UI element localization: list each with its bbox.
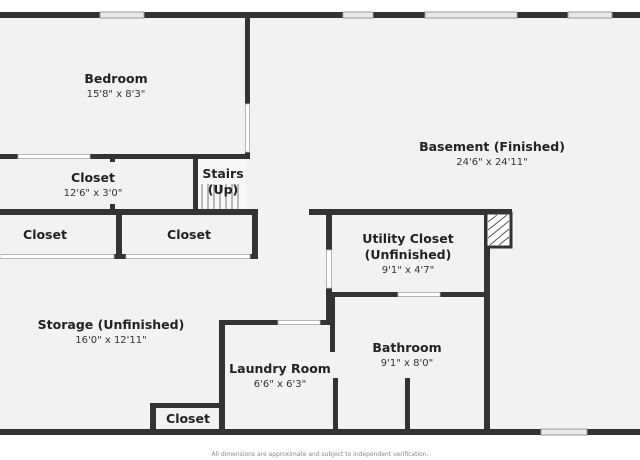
room-dimensions: 24'6" x 24'11"	[456, 157, 528, 168]
door-closet-top	[17, 154, 91, 159]
stairs	[198, 159, 245, 209]
room-name-secondary: (Unfinished)	[365, 247, 452, 262]
wall-laundry-left	[219, 320, 225, 433]
door-laundry	[277, 320, 321, 325]
disclaimer-text: All dimensions are approximate and subje…	[211, 451, 428, 458]
room-name: Closet	[166, 411, 210, 426]
room-name: Closet	[23, 227, 67, 242]
room-dimensions: 9'1" x 4'7"	[382, 265, 434, 276]
wall-laundry-top	[219, 320, 332, 325]
hatched-column	[484, 211, 513, 249]
hatch-line	[487, 214, 498, 223]
wall-laundry-right	[330, 292, 335, 352]
room-bedroom: Bedroom 15'8" x 8'3"	[84, 71, 147, 100]
room-dimensions: 16'0" x 12'11"	[75, 335, 147, 346]
door-bedroom	[245, 103, 250, 153]
room-laundry: Laundry Room 6'6" x 6'3"	[229, 361, 331, 390]
wall-closets-top	[0, 209, 258, 215]
exterior-walls	[0, 12, 640, 435]
room-dimensions: 9'1" x 8'0"	[381, 358, 433, 369]
room-name: Bathroom	[372, 340, 441, 355]
wall-bathroom-right	[484, 209, 490, 433]
wall-bath-partial-left	[333, 378, 338, 433]
room-name: Closet	[71, 170, 115, 185]
wall-closet-stub-bottom	[110, 204, 115, 212]
hatch-line	[498, 236, 510, 246]
wall-closet-bottom-left	[150, 403, 156, 433]
wall-bath-partial-right	[405, 378, 410, 433]
room-name: Closet	[167, 227, 211, 242]
wall-closet-bottom-top	[150, 403, 222, 408]
wall-closet-divider	[116, 209, 122, 259]
window-top-center	[424, 11, 518, 19]
floor-area	[0, 16, 640, 433]
room-bathroom: Bathroom 9'1" x 8'0"	[372, 340, 441, 369]
wall-bedroom-right	[245, 16, 250, 158]
hatch-line	[489, 228, 510, 246]
room-storage: Storage (Unfinished) 16'0" x 12'11"	[38, 317, 185, 346]
room-name: Storage (Unfinished)	[38, 317, 185, 332]
room-closet-left: Closet	[23, 227, 67, 242]
room-closet-mid: Closet	[167, 227, 211, 242]
room-basement: Basement (Finished) 24'6" x 24'11"	[419, 139, 565, 168]
room-name: Laundry Room	[229, 361, 331, 376]
room-dimensions: 15'8" x 8'3"	[87, 89, 146, 100]
room-name: Basement (Finished)	[419, 139, 565, 154]
door-utility-left	[326, 249, 332, 289]
room-name: Utility Closet	[362, 231, 453, 246]
hatch-line	[487, 220, 510, 239]
door-utility-bottom	[397, 292, 441, 297]
wall-closets-right	[252, 209, 258, 259]
wall-top	[0, 12, 640, 18]
room-closet-bottom: Closet	[166, 411, 210, 426]
door-closets-row	[0, 254, 115, 259]
room-name: Stairs	[202, 166, 243, 181]
door-openings	[0, 103, 441, 325]
stairs-area	[198, 159, 245, 209]
room-dimensions: 6'6" x 6'3"	[254, 379, 306, 390]
wall-closet-stub-top	[110, 154, 115, 162]
column-box	[484, 211, 513, 249]
room-closet-top: Closet 12'6" x 3'0"	[64, 170, 123, 199]
window-top-right	[567, 11, 613, 19]
wall-bottom	[0, 429, 640, 435]
room-utility: Utility Closet (Unfinished) 9'1" x 4'7"	[362, 231, 453, 276]
wall-closet-right	[193, 154, 198, 214]
room-name: Bedroom	[84, 71, 147, 86]
window-top-left	[99, 11, 145, 19]
window-top-middle	[342, 11, 374, 19]
room-name-secondary: (Up)	[208, 182, 239, 197]
hatch-line	[487, 214, 508, 231]
door-closet-mid	[125, 254, 251, 259]
wall-utility-top	[309, 209, 512, 215]
window-bottom-right	[540, 428, 588, 436]
room-stairs: Stairs (Up)	[202, 166, 243, 197]
windows	[99, 11, 613, 436]
wall-bedroom-bottom	[0, 154, 250, 159]
room-dimensions: 12'6" x 3'0"	[64, 188, 123, 199]
